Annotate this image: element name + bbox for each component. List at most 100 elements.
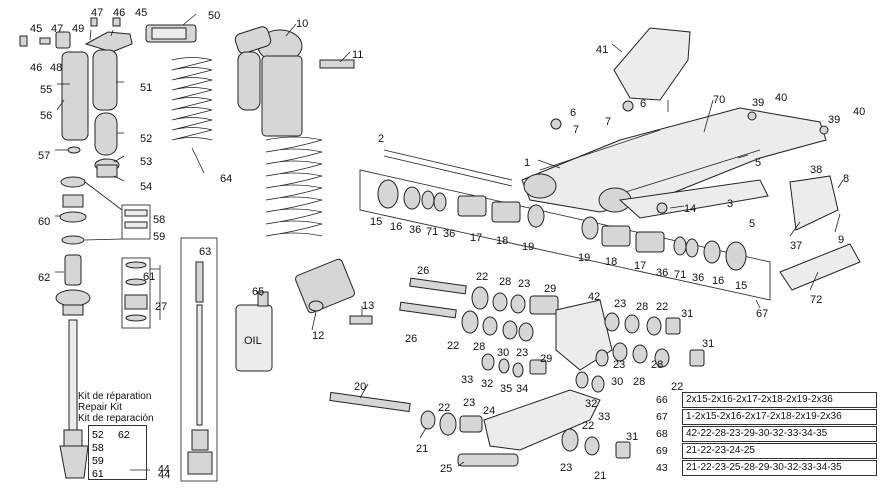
callout-56: 56 [40,110,52,122]
callout-27: 27 [155,301,167,313]
callout-36: 36 [409,224,421,236]
callout-65: 65 [252,286,264,298]
callout-23: 23 [613,359,625,371]
callout-7: 7 [573,124,579,136]
callout-59: 59 [153,231,165,243]
kit-item: 61 [92,468,104,480]
callout-63: 63 [199,246,211,258]
callout-25: 25 [440,463,452,475]
callout-49: 49 [72,23,84,35]
callout-58: 58 [153,214,165,226]
callout-28: 28 [636,301,648,313]
callout-46: 46 [30,62,42,74]
callout-35: 35 [500,383,512,395]
callout-10: 10 [296,18,308,30]
callout-18: 18 [496,235,508,247]
shock-absorber [234,23,373,331]
callout-26: 26 [405,333,417,345]
callout-17: 17 [634,260,646,272]
callout-15: 15 [735,280,747,292]
legend-value: 42-22-28-23-29-30-32-33-34-35 [682,426,877,442]
callout-23: 23 [463,397,475,409]
callout-34: 34 [516,383,528,395]
callout-19: 19 [578,252,590,264]
bearing-kit [359,169,771,309]
callout-22: 22 [656,301,668,313]
callout-16: 16 [390,221,402,233]
callout-70: 70 [713,94,725,106]
kit-title-es: Kit de reparación [78,413,154,424]
kit-title-en: Repair Kit [78,402,122,413]
callout-36: 36 [692,272,704,284]
callout-23: 23 [560,462,572,474]
kit-item: 62 [118,429,130,441]
callout-46: 46 [113,7,125,19]
callout-41: 41 [596,44,608,56]
legend-row: 68 42-22-28-23-29-30-32-33-34-35 [656,426,878,443]
callout-1: 1 [524,157,530,169]
callout-36: 36 [443,228,455,240]
repair-kit-title: Kit de réparation Repair Kit Kit de repa… [78,391,196,424]
callout-57: 57 [38,150,50,162]
linkage-assembly [399,277,705,378]
callout-11: 11 [352,49,363,61]
callout-30: 30 [611,376,623,388]
callout-8: 8 [843,173,849,185]
kit-title-fr: Kit de réparation [78,391,152,402]
callout-28: 28 [633,376,645,388]
callout-5: 5 [755,157,761,169]
callout-55: 55 [40,84,52,96]
callout-38: 38 [810,164,822,176]
callout-29: 29 [540,353,552,365]
callout-3: 3 [727,198,733,210]
legend-key: 68 [656,428,668,440]
callout-22: 22 [438,402,450,414]
callout-19: 19 [522,241,534,253]
callout-33: 33 [598,411,610,423]
callout-45: 45 [30,23,42,35]
callout-26: 26 [417,265,429,277]
callout-50: 50 [208,10,220,22]
callout-71: 71 [674,269,686,281]
callout-37: 37 [790,240,802,252]
callout-32: 32 [585,398,597,410]
legend-key: 66 [656,394,668,406]
callout-21: 21 [416,443,428,455]
callout-12: 12 [312,330,324,342]
legend-value: 21-22-23-25-28-29-30-32-33-34-35 [682,460,877,476]
callout-22: 22 [476,271,488,283]
legend-key: 67 [656,411,668,423]
callout-9: 9 [838,234,844,246]
callout-5: 5 [749,218,755,230]
callout-47: 47 [91,7,103,19]
callout-30: 30 [497,347,509,359]
callout-22: 22 [447,340,459,352]
callout-44: 44 [158,469,170,481]
callout-60: 60 [38,216,50,228]
callout-31: 31 [626,431,638,443]
callout-14: 14 [684,203,696,215]
callout-23: 23 [516,347,528,359]
legend-key: 69 [656,445,668,457]
kit-item: 59 [92,455,104,467]
legend-value: 2x15-2x16-2x17-2x18-2x19-2x36 [682,392,877,408]
callout-45: 45 [135,7,147,19]
lower-linkage [329,371,631,467]
callout-18: 18 [605,256,617,268]
callout-28: 28 [499,276,511,288]
callout-39: 39 [828,114,840,126]
callout-2: 2 [378,133,384,145]
callout-48: 48 [50,62,62,74]
callout-17: 17 [470,232,482,244]
callout-31: 31 [681,308,693,320]
oil-bottle-label: OIL [244,335,262,347]
legend-value: 21-22-23-24-25 [682,443,877,459]
kit-ref-number: 44 [158,463,170,475]
callout-23: 23 [614,298,626,310]
